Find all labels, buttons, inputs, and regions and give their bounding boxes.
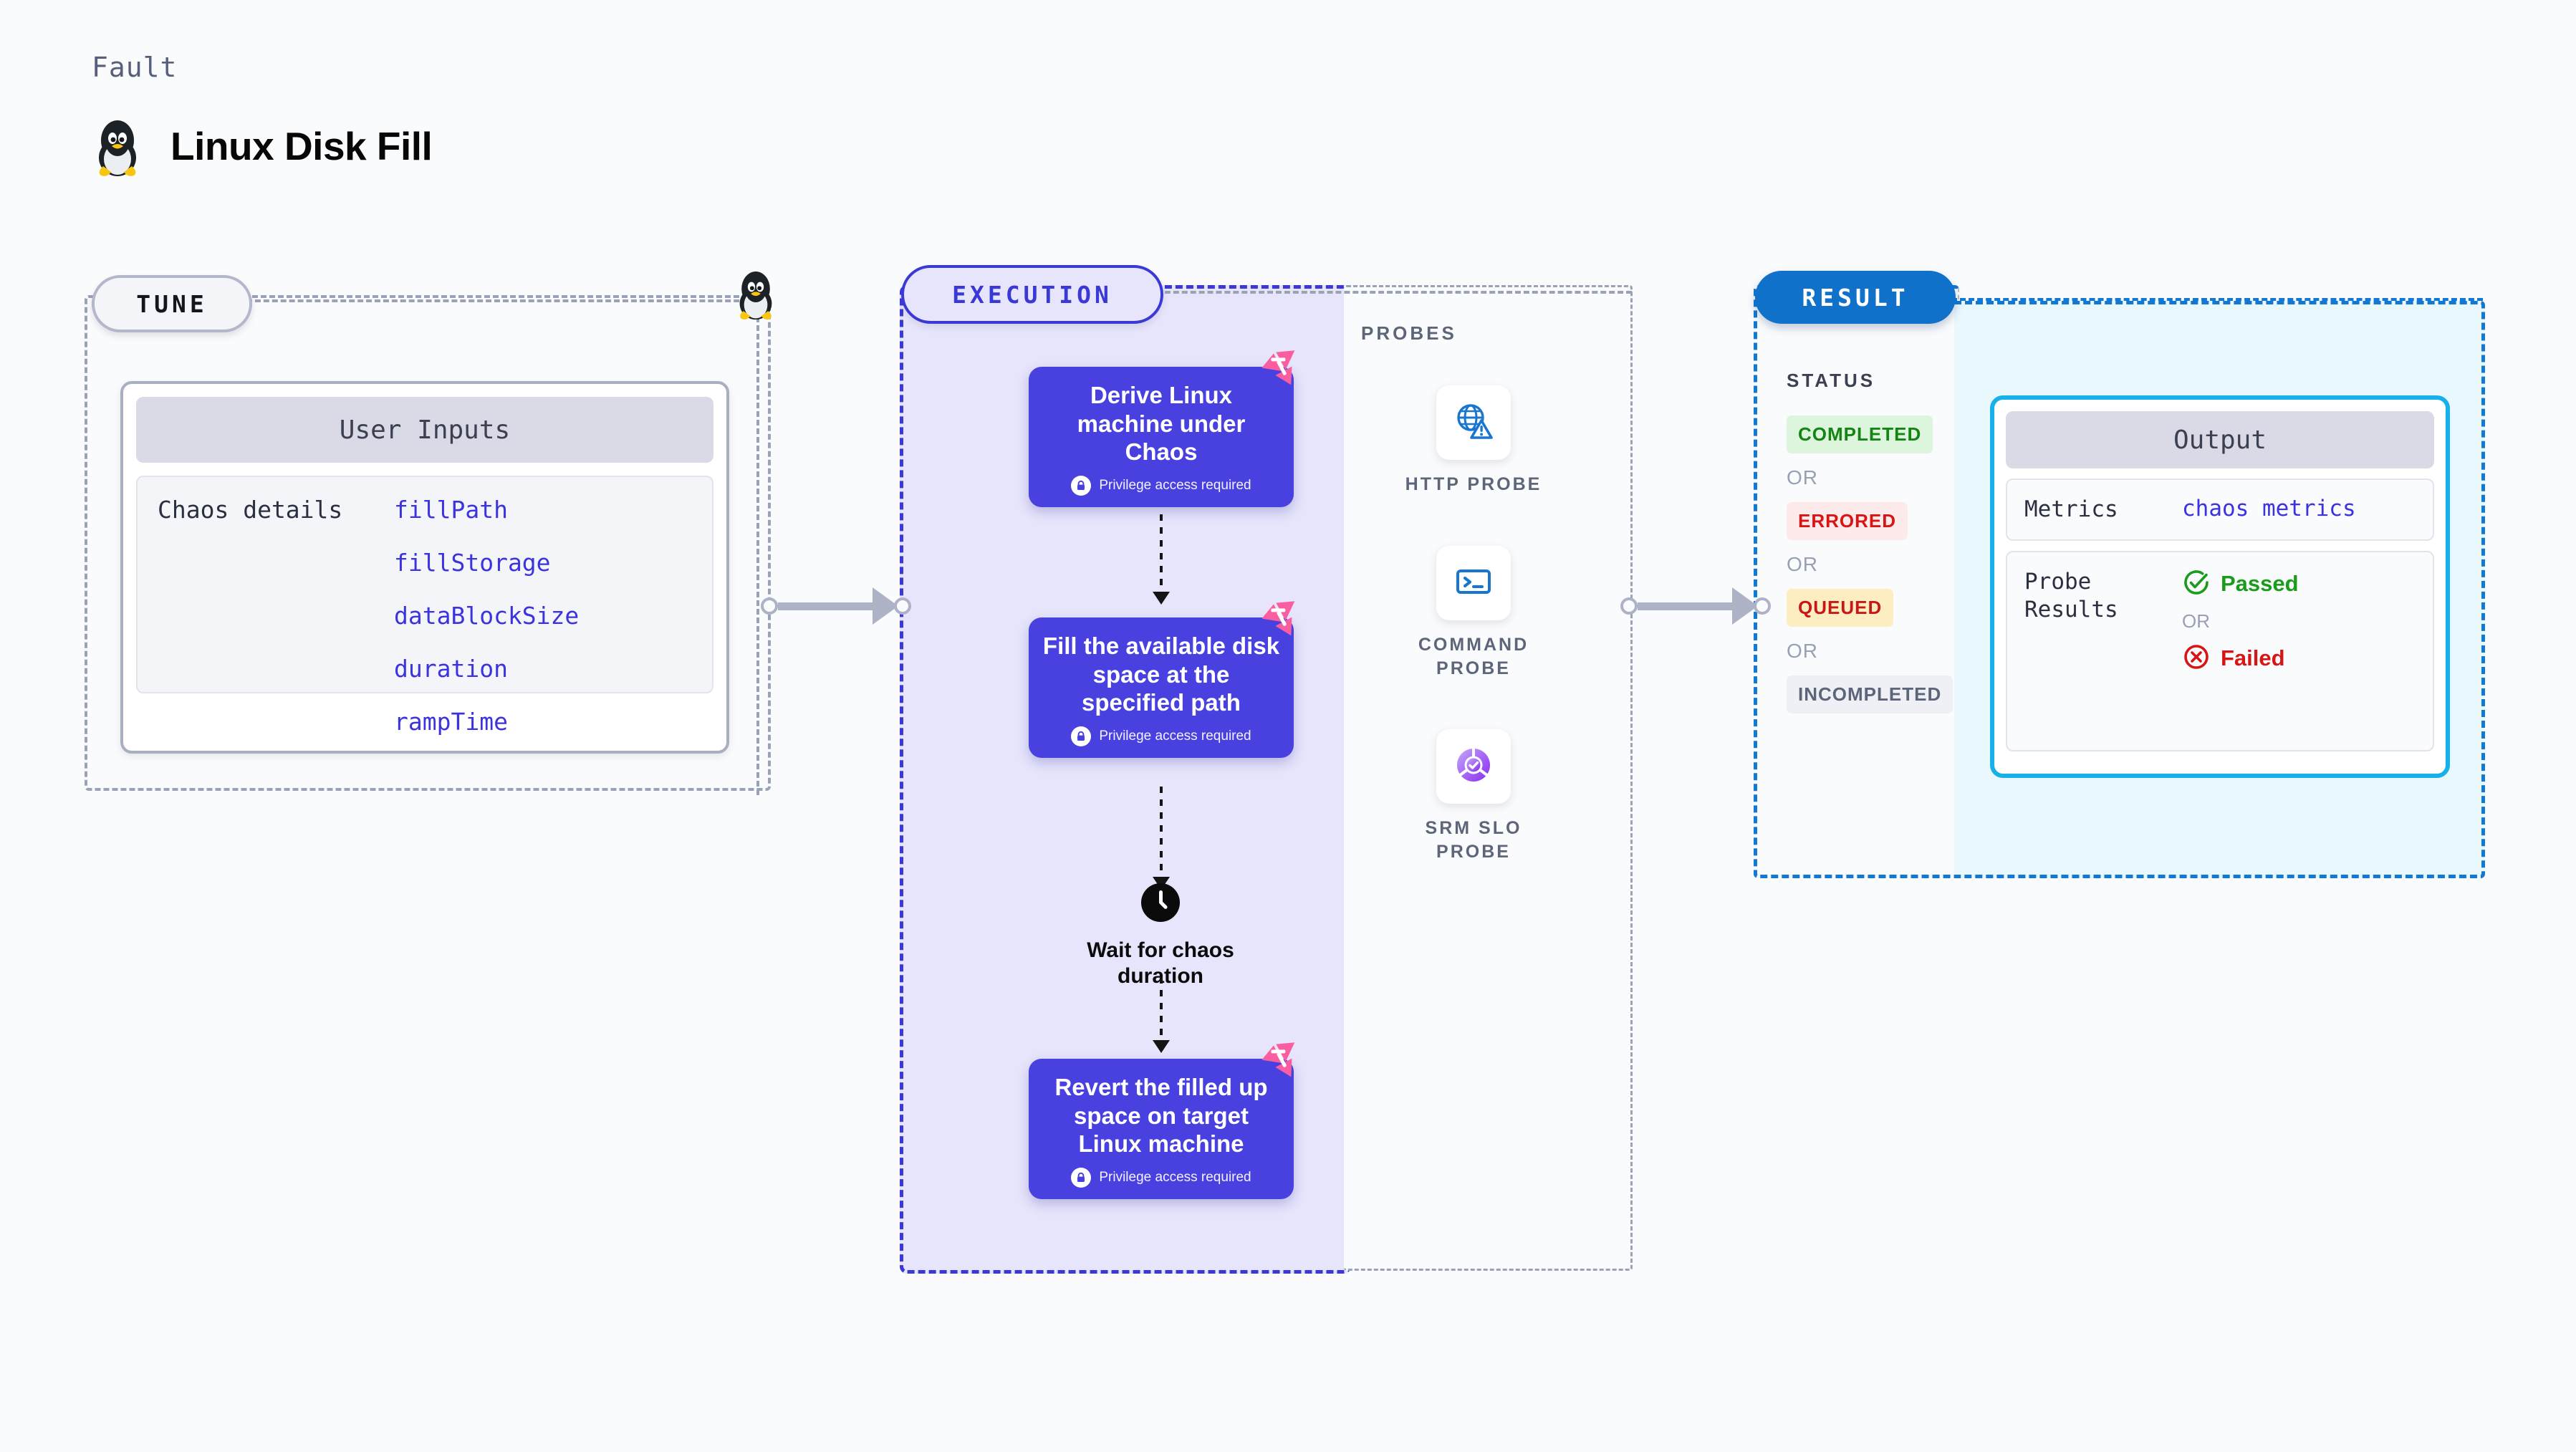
execution-node-title: Fill the available disk space at the spe…: [1042, 633, 1280, 716]
wait-for-chaos-duration-node: Wait for chaos duration: [1060, 881, 1261, 989]
status-or-3: OR: [1787, 640, 1818, 662]
stage-badge-tune[interactable]: TUNE: [92, 275, 252, 332]
connector-line: [1638, 602, 1732, 610]
connector-tune-to-execution: [761, 587, 911, 625]
linux-penguin-icon: [92, 115, 143, 178]
tune-region: [85, 295, 771, 791]
privilege-note-text: Privilege access required: [1099, 477, 1251, 493]
probe-result-failed: Failed: [2182, 643, 2299, 675]
chaos-flag-icon: [1261, 1042, 1295, 1077]
status-badge-incompleted: INCOMPLETED: [1787, 675, 1953, 713]
execution-top-dashed-connector: [1156, 291, 1632, 294]
chaos-flag-icon: [1261, 601, 1295, 636]
chaos-detail-fillpath[interactable]: fillPath: [394, 496, 508, 524]
connector-end-dot: [894, 597, 911, 615]
probe-icon-card: [1436, 546, 1511, 620]
connector-start-dot: [1620, 597, 1638, 615]
stage-badge-execution[interactable]: EXECUTION: [901, 265, 1163, 324]
output-card: Output Metrics chaos metrics Probe Resul…: [1990, 395, 2450, 778]
lock-icon: [1071, 726, 1092, 746]
lock-icon: [1071, 1167, 1092, 1188]
probe-label: COMMAND PROBE: [1418, 635, 1529, 678]
output-metrics-value[interactable]: chaos metrics: [2182, 496, 2356, 521]
probe-icon-card: [1436, 385, 1511, 460]
probe-item-command[interactable]: COMMAND PROBE: [1388, 546, 1559, 680]
user-inputs-card: User Inputs Chaos details fillPath fillS…: [120, 381, 729, 754]
status-badge-completed: COMPLETED: [1787, 415, 1933, 453]
status-options-list: COMPLETED OR ERRORED OR QUEUED OR INCOMP…: [1787, 415, 1959, 713]
connector-start-dot: [761, 597, 778, 615]
x-circle-icon: [2182, 643, 2211, 675]
execution-node-title: Derive Linux machine under Chaos: [1077, 382, 1246, 466]
status-section-label: STATUS: [1787, 370, 1876, 391]
output-probe-results-row: Probe Results Passed OR: [2006, 550, 2434, 751]
connector-line: [778, 602, 873, 610]
terminal-icon: [1453, 561, 1494, 606]
result-top-dashed-connector: [1951, 298, 2483, 301]
execution-node-fill-disk-space[interactable]: Fill the available disk space at the spe…: [1029, 601, 1295, 758]
chaos-detail-datablocksize[interactable]: dataBlockSize: [394, 602, 580, 630]
chaos-detail-ramptime[interactable]: rampTime: [394, 708, 508, 736]
output-probe-results-values: Passed OR Failed: [2182, 568, 2299, 734]
execution-flow-arrow-3: [1160, 977, 1163, 1042]
tune-right-dashed-rail: [756, 299, 759, 795]
execution-flow-arrow-head-1: [1153, 592, 1170, 605]
linux-penguin-marker-icon: [734, 266, 778, 324]
probe-result-failed-label: Failed: [2221, 645, 2285, 671]
user-inputs-card-title: User Inputs: [136, 397, 713, 463]
globe-warning-icon: [1453, 400, 1494, 446]
probe-item-srm-slo[interactable]: SRM SLO PROBE: [1388, 729, 1559, 863]
output-metrics-row: Metrics chaos metrics: [2006, 479, 2434, 541]
user-inputs-card-body: Chaos details fillPath fillStorage dataB…: [136, 476, 713, 736]
probe-icon-card: [1436, 729, 1511, 804]
probe-label: HTTP PROBE: [1405, 474, 1542, 494]
probes-section-label: PROBES: [1361, 322, 1457, 344]
probe-result-passed: Passed: [2182, 568, 2299, 600]
execution-node-revert-filled-space[interactable]: Revert the filled up space on target Lin…: [1029, 1042, 1295, 1199]
probe-label: SRM SLO PROBE: [1425, 818, 1522, 862]
privilege-note: Privilege access required: [1071, 726, 1251, 746]
output-card-title: Output: [2006, 411, 2434, 468]
privilege-note: Privilege access required: [1071, 1167, 1251, 1188]
privilege-note-text: Privilege access required: [1099, 728, 1251, 744]
connector-end-dot: [1754, 597, 1771, 615]
check-circle-icon: [2182, 568, 2211, 600]
execution-flow-arrow-1: [1160, 514, 1163, 593]
execution-flow-arrow-head-3: [1153, 1040, 1170, 1053]
fault-eyebrow-label: Fault: [92, 52, 178, 83]
connector-probes-to-result: [1620, 587, 1771, 625]
chaos-details-value-list: fillPath fillStorage dataBlockSize durat…: [394, 496, 580, 736]
chaos-detail-duration[interactable]: duration: [394, 655, 508, 683]
execution-node-title: Revert the filled up space on target Lin…: [1054, 1074, 1268, 1158]
execution-node-derive-linux-machine[interactable]: Derive Linux machine under Chaos Privile…: [1029, 350, 1295, 507]
status-badge-queued: QUEUED: [1787, 589, 1894, 627]
chaos-flag-icon: [1261, 350, 1295, 385]
probe-result-passed-label: Passed: [2221, 571, 2299, 597]
status-or-2: OR: [1787, 553, 1818, 575]
output-probe-results-key: Probe Results: [2024, 568, 2118, 622]
status-or-1: OR: [1787, 466, 1818, 489]
chaos-detail-fillstorage[interactable]: fillStorage: [394, 549, 551, 577]
probe-result-or: OR: [2182, 610, 2210, 632]
page-title: Linux Disk Fill: [170, 124, 433, 168]
slo-donut-check-icon: [1453, 744, 1494, 789]
privilege-note-text: Privilege access required: [1099, 1169, 1251, 1185]
output-metrics-key: Metrics: [2024, 496, 2118, 522]
status-badge-errored: ERRORED: [1787, 502, 1908, 540]
probe-item-http[interactable]: HTTP PROBE: [1388, 385, 1559, 496]
chaos-details-key: Chaos details: [158, 496, 343, 524]
page-title-row: Linux Disk Fill: [92, 115, 433, 178]
result-status-region: [1754, 285, 1959, 878]
stage-badge-result[interactable]: RESULT: [1755, 271, 1956, 324]
tune-top-dashed-connector: [246, 299, 756, 302]
clock-icon: [1139, 881, 1182, 928]
lock-icon: [1071, 475, 1092, 496]
privilege-note: Privilege access required: [1071, 475, 1251, 496]
execution-flow-arrow-2: [1160, 787, 1163, 878]
